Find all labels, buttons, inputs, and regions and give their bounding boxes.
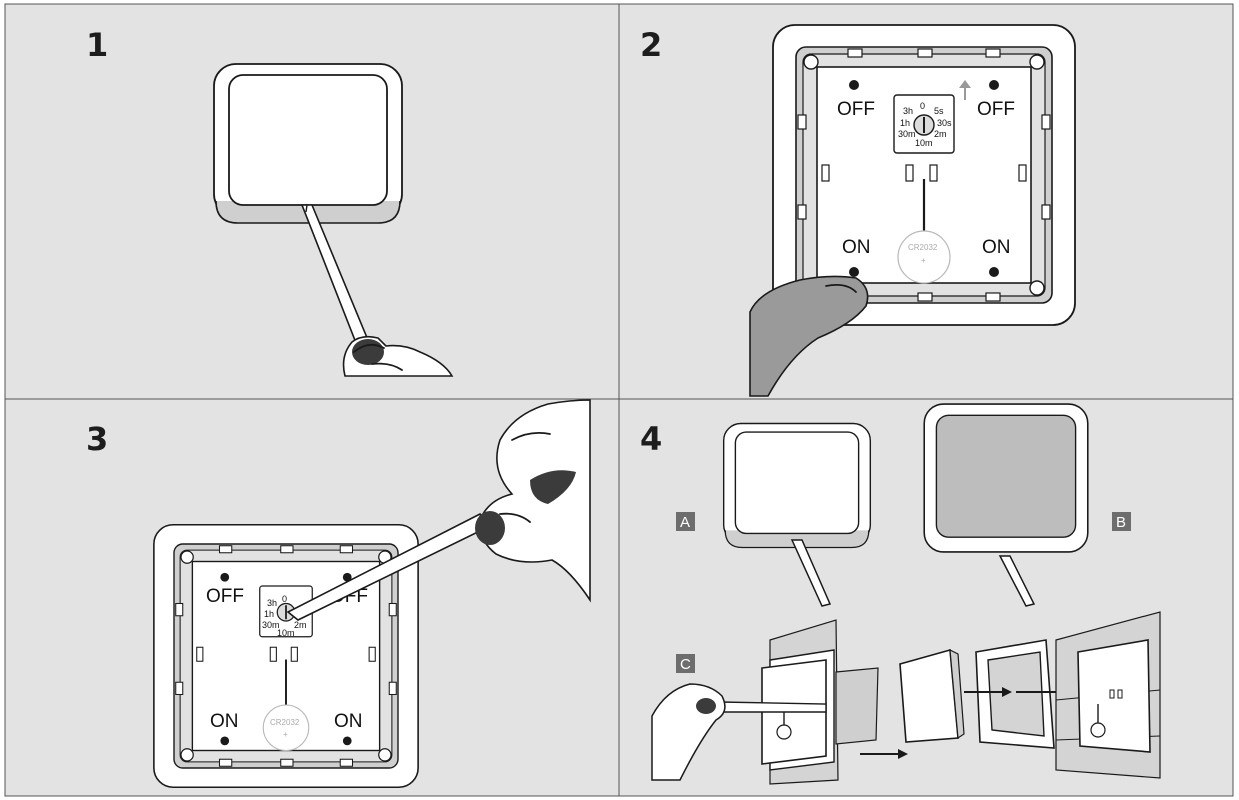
step-number-3: 3 (86, 420, 108, 458)
tag-b: B (1112, 512, 1131, 531)
dial-label-3h: 3h (903, 106, 913, 116)
screwdriver-a (790, 539, 832, 607)
hand-c (651, 683, 726, 781)
on-label-left: ON (210, 711, 239, 732)
svg-text:A: A (680, 514, 690, 531)
dial-label-10m: 10m (915, 138, 933, 148)
arrow-right-icon (860, 749, 908, 759)
dial-label-30s: 30s (937, 118, 952, 128)
hand (342, 335, 454, 377)
off-label-right: OFF (977, 99, 1015, 120)
step2-illustration: OFF OFF ON ON 0 3h 5s 1h 30s 30m 2m 10m … (749, 23, 1077, 397)
off-label-left: OFF (837, 99, 875, 120)
battery-polarity: + (921, 256, 926, 265)
step-number-1: 1 (86, 26, 108, 64)
svg-text:B: B (1116, 514, 1126, 531)
switch-cover-b (923, 403, 1089, 553)
step-number-4: 4 (640, 420, 662, 458)
step-number-2: 2 (640, 26, 662, 64)
hand (475, 399, 591, 603)
device-plate (152, 523, 420, 789)
off-label-left: OFF (206, 586, 244, 607)
step4-illustration: A B C (651, 403, 1161, 785)
arrow-up-icon (959, 80, 971, 100)
tag-c: C (676, 654, 695, 673)
dial-label-10m: 10m (277, 628, 295, 638)
dial-label-2m: 2m (934, 129, 947, 139)
screwdriver-b (998, 555, 1036, 607)
step3-illustration: OFF OFF ON ON 0 3h 1h 30m 2m 10m CR2032 … (152, 399, 591, 789)
switch-cover-a (722, 422, 872, 549)
battery-label: CR2032 (908, 243, 938, 252)
dial-label-0: 0 (282, 594, 287, 604)
step1-illustration (213, 63, 454, 377)
dial-label-30m: 30m (898, 129, 916, 139)
dial-label-2m: 2m (294, 620, 307, 630)
dial-label-5s: 5s (934, 106, 944, 116)
screwdriver-c (719, 701, 827, 713)
battery-polarity: + (283, 730, 288, 739)
finger (749, 275, 869, 397)
rocker-cover (899, 648, 965, 743)
dial-label-1h: 1h (264, 609, 274, 619)
dial-label-30m: 30m (262, 620, 280, 630)
dial-label-3h: 3h (267, 598, 277, 608)
switch-cover (213, 63, 403, 224)
svg-text:C: C (680, 656, 691, 673)
wall-mount-right (1055, 611, 1161, 779)
on-label-right: ON (334, 711, 363, 732)
dial-label-0: 0 (920, 101, 925, 111)
on-label-left: ON (842, 237, 871, 258)
dial-label-1h: 1h (900, 118, 910, 128)
on-label-right: ON (982, 237, 1011, 258)
battery-label: CR2032 (270, 718, 300, 727)
tag-a: A (676, 512, 695, 531)
frame (975, 639, 1055, 749)
